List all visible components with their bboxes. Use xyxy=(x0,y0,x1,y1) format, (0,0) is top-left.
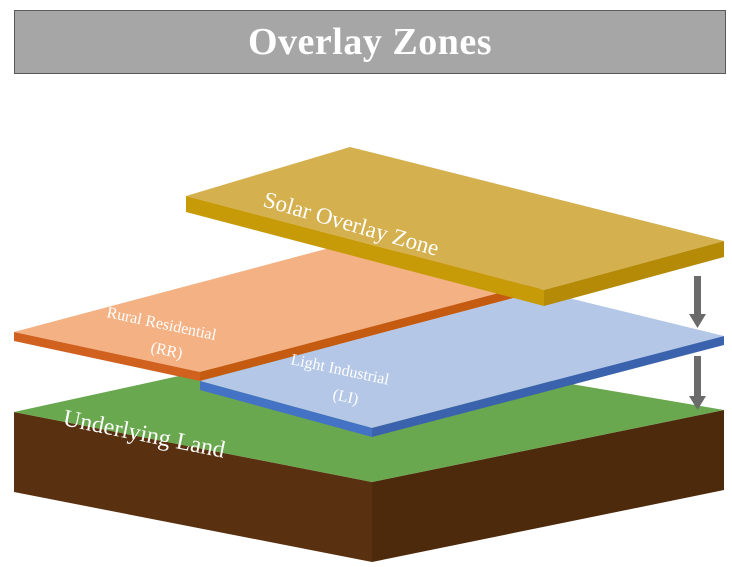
rural-divider-edge xyxy=(200,282,540,381)
rural-top-surface xyxy=(14,242,540,372)
rural-label-line2: (RR) xyxy=(149,339,184,362)
down-arrow-upper xyxy=(689,276,706,328)
solar-right-edge xyxy=(544,241,724,306)
land-left-side xyxy=(14,412,372,562)
rural-front-edge xyxy=(14,332,200,381)
title-banner: Overlay Zones xyxy=(14,10,726,74)
solar-overlay-layer: Solar Overlay Zone xyxy=(186,147,724,306)
solar-front-edge xyxy=(186,196,544,306)
industrial-right-edge xyxy=(372,336,724,437)
rural-residential-layer: Rural Residential (RR) xyxy=(14,242,540,381)
solar-top-surface xyxy=(186,147,724,290)
land-right-side xyxy=(372,410,724,562)
industrial-front-edge xyxy=(200,381,372,437)
light-industrial-layer: Light Industrial (LI) xyxy=(200,291,724,437)
page-title: Overlay Zones xyxy=(248,21,492,63)
down-arrow-lower xyxy=(689,356,706,410)
industrial-label-line2: (LI) xyxy=(331,386,360,408)
industrial-top-surface xyxy=(200,291,724,428)
